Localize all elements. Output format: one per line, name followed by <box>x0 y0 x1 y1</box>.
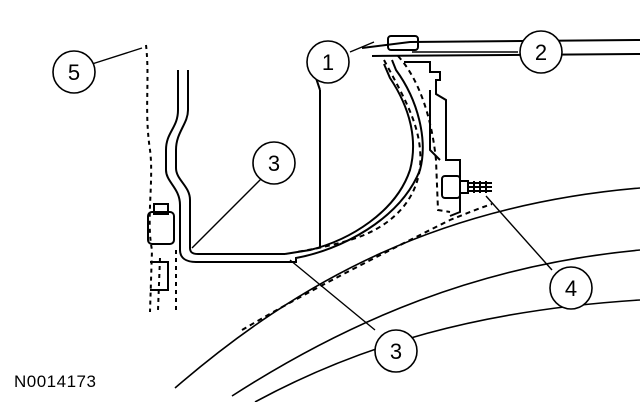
figure-id-label: N0014173 <box>14 372 97 391</box>
svg-text:2: 2 <box>535 40 547 65</box>
callout-2: 2 <box>519 30 563 74</box>
body-curve-inner <box>231 249 640 397</box>
svg-text:3: 3 <box>390 339 402 364</box>
callout-3-lower: 3 <box>374 329 418 373</box>
svg-text:3: 3 <box>268 151 280 176</box>
body-curve-lower <box>254 299 640 402</box>
leader-3b <box>289 259 376 331</box>
callout-3-upper: 3 <box>252 141 296 185</box>
callout-5: 5 <box>52 50 96 94</box>
leader-4 <box>485 195 553 271</box>
left-seam-dashed <box>145 44 177 313</box>
body-curve-outer <box>174 187 640 389</box>
tank-strap-dashed <box>397 55 451 213</box>
left-mounting-bracket <box>147 70 285 291</box>
body-seam-dashed <box>241 203 493 331</box>
callout-1: 1 <box>306 40 350 84</box>
tank-outline-dashed <box>295 59 422 253</box>
fuel-tank-cradle <box>272 39 640 263</box>
leader-lines <box>91 41 553 331</box>
svg-text:1: 1 <box>322 50 334 75</box>
bolt <box>441 175 492 199</box>
svg-text:5: 5 <box>68 60 80 85</box>
leader-5 <box>91 47 143 65</box>
callout-4: 4 <box>549 266 593 310</box>
leader-3a <box>191 177 263 249</box>
svg-text:4: 4 <box>565 276 577 301</box>
leader-1 <box>349 41 375 53</box>
right-mounting-bracket <box>387 35 461 217</box>
